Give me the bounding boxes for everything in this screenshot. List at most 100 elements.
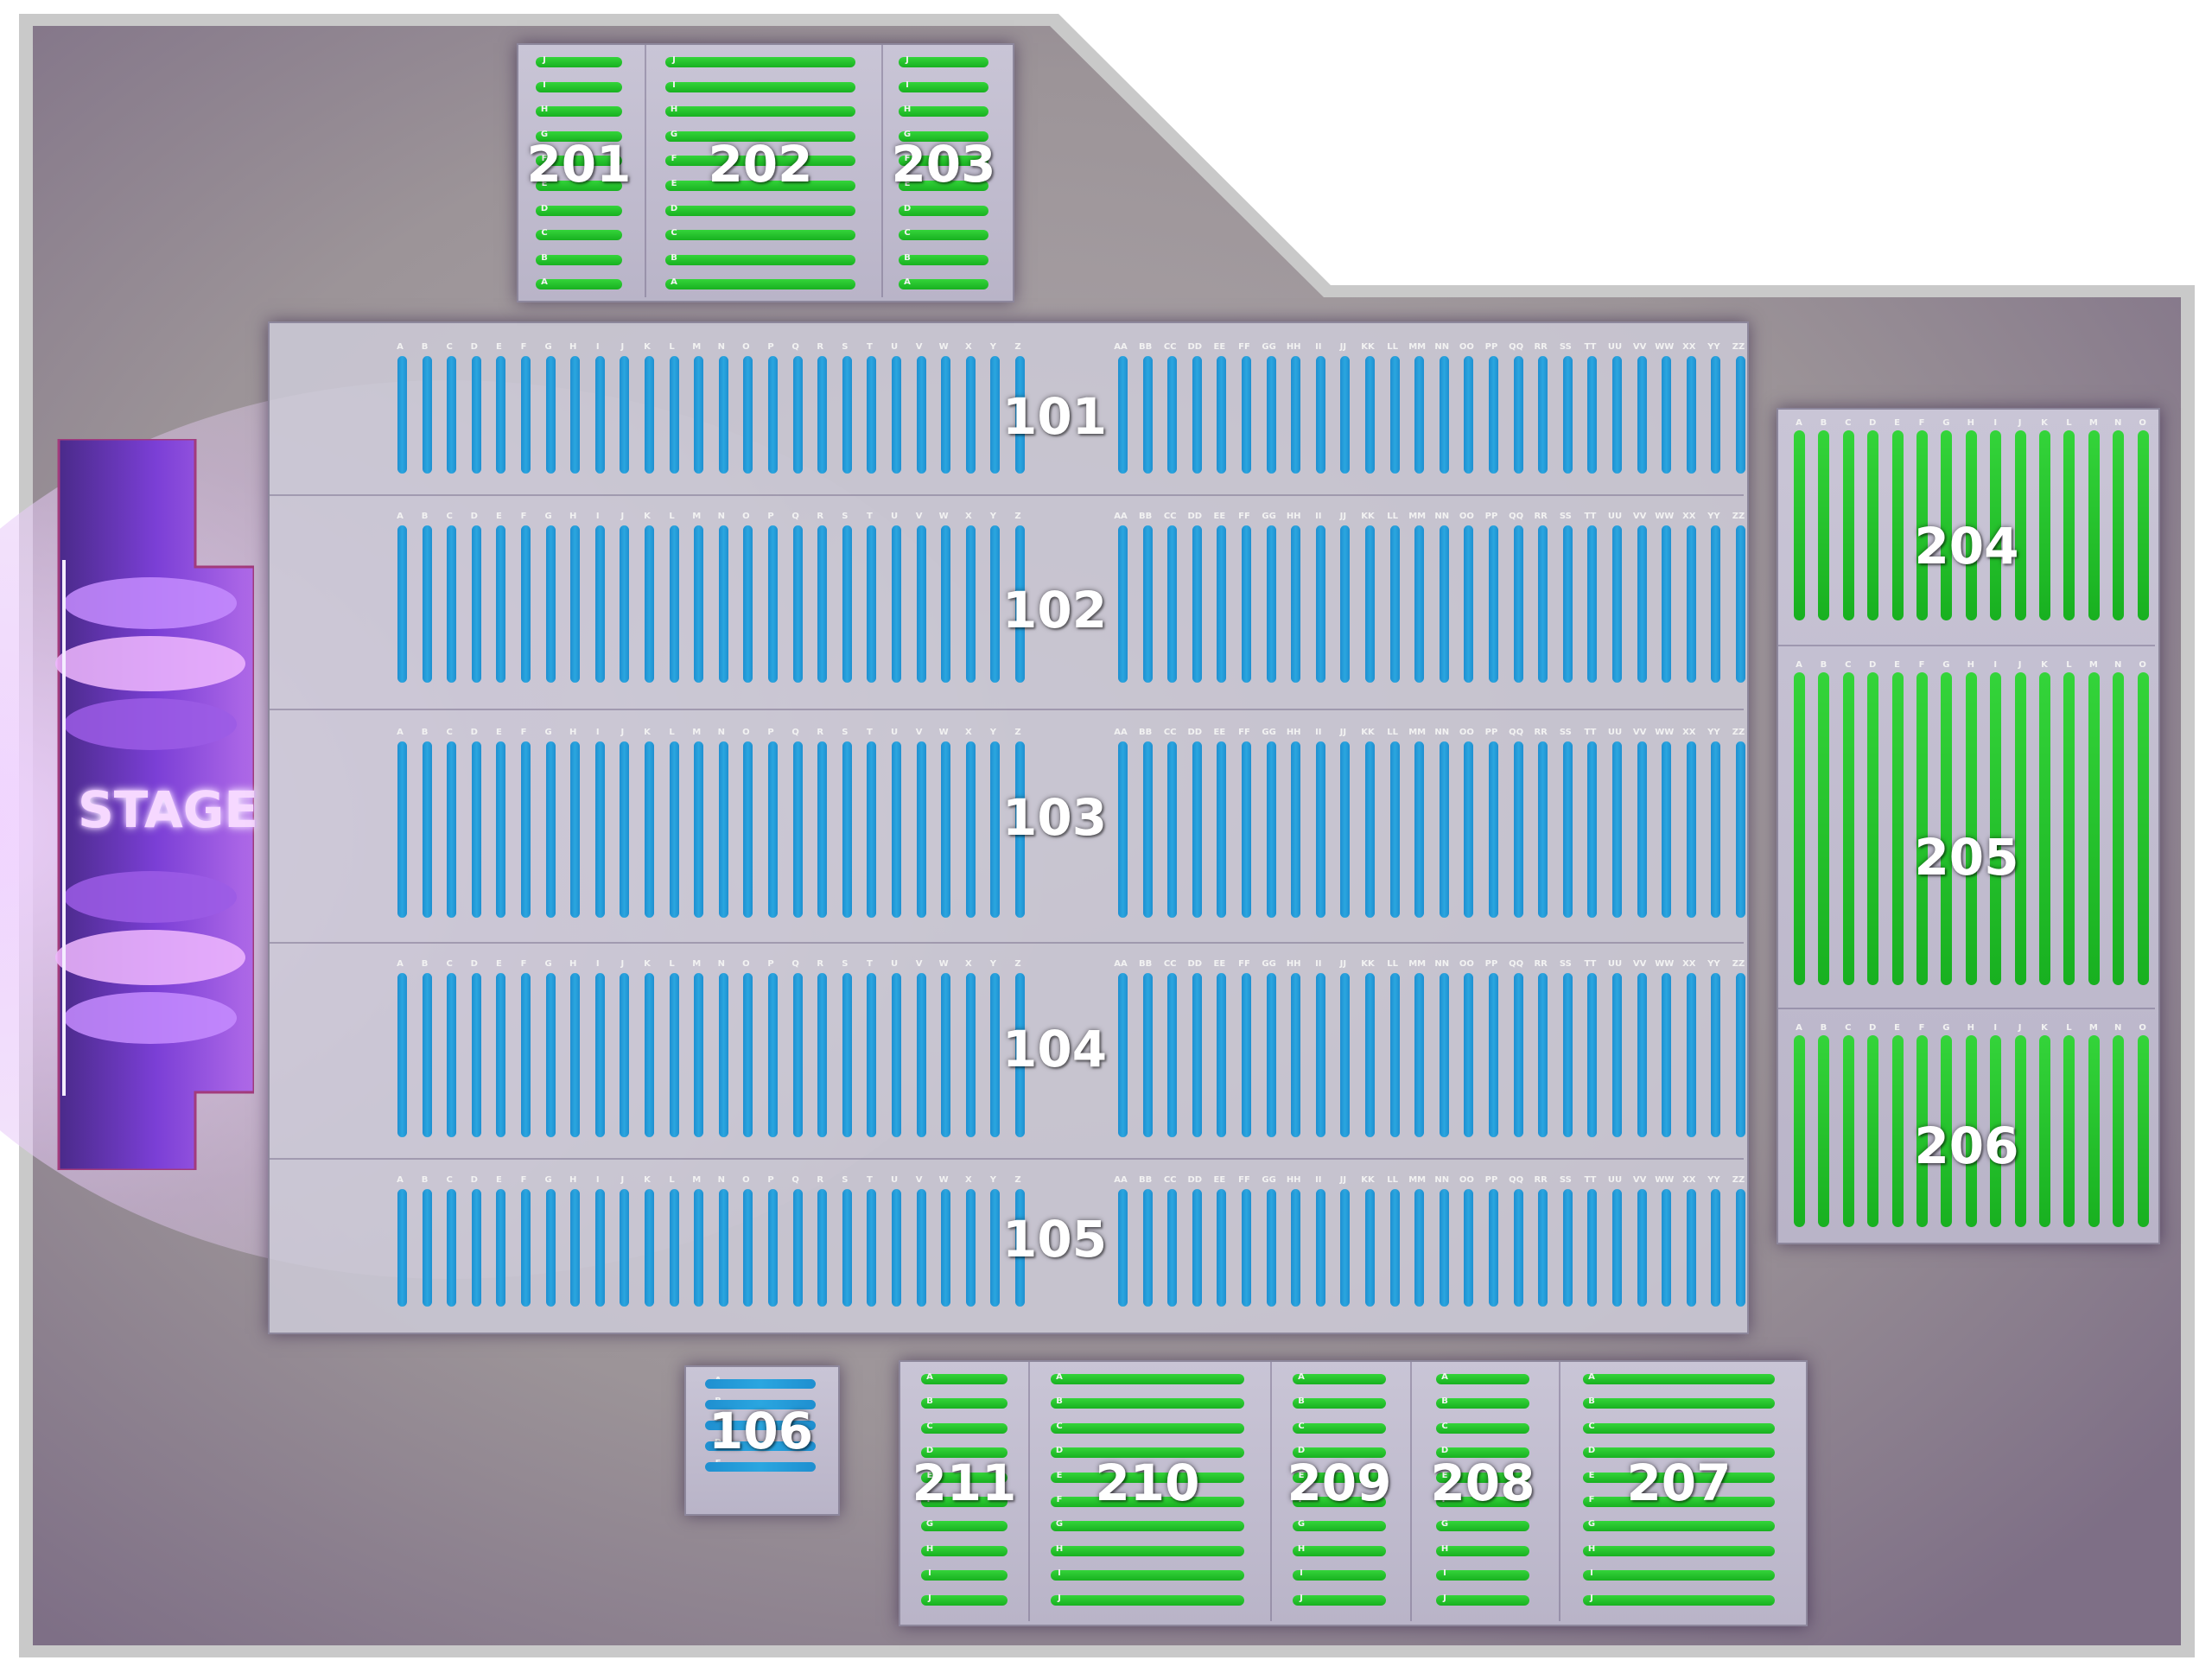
seat-row[interactable] bbox=[536, 279, 622, 290]
seat-row[interactable] bbox=[1583, 1497, 1775, 1507]
seat-row[interactable] bbox=[1662, 973, 1672, 1137]
seat-row[interactable] bbox=[2039, 430, 2050, 620]
seat-row[interactable] bbox=[1891, 430, 1904, 620]
seat-row[interactable] bbox=[1612, 525, 1622, 683]
seat-row[interactable] bbox=[521, 525, 531, 683]
seat-row[interactable] bbox=[1015, 525, 1025, 683]
seat-row[interactable] bbox=[1562, 973, 1573, 1137]
seat-row[interactable] bbox=[1293, 1570, 1386, 1581]
seat-row[interactable] bbox=[570, 741, 581, 918]
seat-row[interactable] bbox=[620, 741, 630, 918]
seat-row[interactable] bbox=[2014, 430, 2026, 620]
seat-row[interactable] bbox=[665, 156, 855, 167]
seat-row[interactable] bbox=[1315, 356, 1325, 474]
seat-row[interactable] bbox=[1736, 741, 1745, 918]
seat-row[interactable] bbox=[645, 356, 654, 474]
seat-row[interactable] bbox=[694, 741, 704, 918]
seat-row[interactable] bbox=[1217, 1189, 1227, 1307]
seat-row[interactable] bbox=[1192, 356, 1202, 474]
seat-row[interactable] bbox=[1340, 1189, 1351, 1307]
seat-row[interactable] bbox=[1736, 525, 1745, 683]
seat-row[interactable] bbox=[965, 525, 976, 683]
seat-row[interactable] bbox=[899, 57, 988, 67]
seat-row[interactable] bbox=[867, 973, 877, 1137]
floor-section-102[interactable] bbox=[270, 494, 1744, 690]
seat-row[interactable] bbox=[1711, 973, 1721, 1137]
seat-row[interactable] bbox=[990, 741, 1001, 918]
seat-row[interactable] bbox=[899, 254, 988, 265]
seat-row[interactable] bbox=[1818, 672, 1830, 985]
seat-row[interactable] bbox=[892, 741, 901, 918]
seat-row[interactable] bbox=[1990, 430, 2002, 620]
seat-row[interactable] bbox=[536, 57, 622, 67]
seat-row[interactable] bbox=[941, 525, 951, 683]
seat-row[interactable] bbox=[694, 1189, 704, 1307]
seat-row[interactable] bbox=[1842, 1035, 1854, 1227]
seat-row[interactable] bbox=[1051, 1447, 1244, 1459]
floor-section-106[interactable] bbox=[684, 1365, 840, 1516]
seat-row[interactable] bbox=[1192, 525, 1202, 683]
seat-row[interactable] bbox=[921, 1497, 1007, 1507]
seat-row[interactable] bbox=[1662, 525, 1672, 683]
seat-row[interactable] bbox=[1015, 1189, 1025, 1307]
seat-row[interactable] bbox=[1736, 356, 1745, 474]
seat-row[interactable] bbox=[1217, 525, 1227, 683]
seat-row[interactable] bbox=[899, 81, 988, 92]
seat-row[interactable] bbox=[1941, 430, 1953, 620]
seat-row[interactable] bbox=[570, 973, 581, 1137]
seat-row[interactable] bbox=[1612, 1189, 1622, 1307]
seat-row[interactable] bbox=[1051, 1497, 1244, 1507]
seat-row[interactable] bbox=[921, 1545, 1007, 1556]
seat-row[interactable] bbox=[1736, 1189, 1745, 1307]
seat-row[interactable] bbox=[1217, 973, 1227, 1137]
seat-row[interactable] bbox=[422, 356, 432, 474]
seat-row[interactable] bbox=[867, 525, 877, 683]
seat-row[interactable] bbox=[941, 1189, 951, 1307]
seat-row[interactable] bbox=[669, 1189, 679, 1307]
seat-row[interactable] bbox=[1990, 1035, 2002, 1227]
seat-row[interactable] bbox=[1365, 973, 1375, 1137]
seat-row[interactable] bbox=[665, 130, 855, 142]
seat-row[interactable] bbox=[447, 741, 457, 918]
seat-row[interactable] bbox=[1118, 1189, 1128, 1307]
seat-row[interactable] bbox=[1489, 525, 1498, 683]
seat-row[interactable] bbox=[1637, 525, 1647, 683]
seat-row[interactable] bbox=[1587, 525, 1598, 683]
seat-row[interactable] bbox=[1637, 741, 1647, 918]
seat-row[interactable] bbox=[899, 205, 988, 216]
seat-row[interactable] bbox=[892, 1189, 901, 1307]
seat-row[interactable] bbox=[1439, 525, 1449, 683]
seat-row[interactable] bbox=[1242, 1189, 1251, 1307]
seat-row[interactable] bbox=[990, 356, 1001, 474]
seat-row[interactable] bbox=[1414, 356, 1425, 474]
seat-row[interactable] bbox=[2137, 672, 2149, 985]
seat-row[interactable] bbox=[792, 1189, 803, 1307]
seat-row[interactable] bbox=[665, 230, 855, 241]
seat-row[interactable] bbox=[1736, 973, 1745, 1137]
seat-row[interactable] bbox=[1513, 741, 1523, 918]
seat-row[interactable] bbox=[2014, 672, 2026, 985]
seat-row[interactable] bbox=[1293, 1374, 1386, 1384]
seat-row[interactable] bbox=[594, 525, 605, 683]
seat-row[interactable] bbox=[594, 973, 605, 1137]
seat-row[interactable] bbox=[1167, 1189, 1178, 1307]
seat-row[interactable] bbox=[990, 1189, 1001, 1307]
seat-row[interactable] bbox=[536, 81, 622, 92]
seat-row[interactable] bbox=[1587, 356, 1598, 474]
seat-row[interactable] bbox=[1051, 1472, 1244, 1483]
seat-row[interactable] bbox=[1015, 356, 1025, 474]
seat-row[interactable] bbox=[1941, 1035, 1953, 1227]
seat-row[interactable] bbox=[665, 254, 855, 265]
seat-row[interactable] bbox=[817, 973, 828, 1137]
seat-row[interactable] bbox=[1340, 356, 1351, 474]
seat-row[interactable] bbox=[1315, 973, 1325, 1137]
seat-row[interactable] bbox=[1965, 672, 1977, 985]
seat-row[interactable] bbox=[792, 356, 803, 474]
seat-row[interactable] bbox=[1891, 672, 1904, 985]
seat-row[interactable] bbox=[768, 356, 778, 474]
seat-row[interactable] bbox=[1686, 356, 1696, 474]
seat-row[interactable] bbox=[694, 973, 704, 1137]
seat-row[interactable] bbox=[1118, 973, 1128, 1137]
seat-row[interactable] bbox=[1916, 672, 1928, 985]
seat-row[interactable] bbox=[669, 525, 679, 683]
